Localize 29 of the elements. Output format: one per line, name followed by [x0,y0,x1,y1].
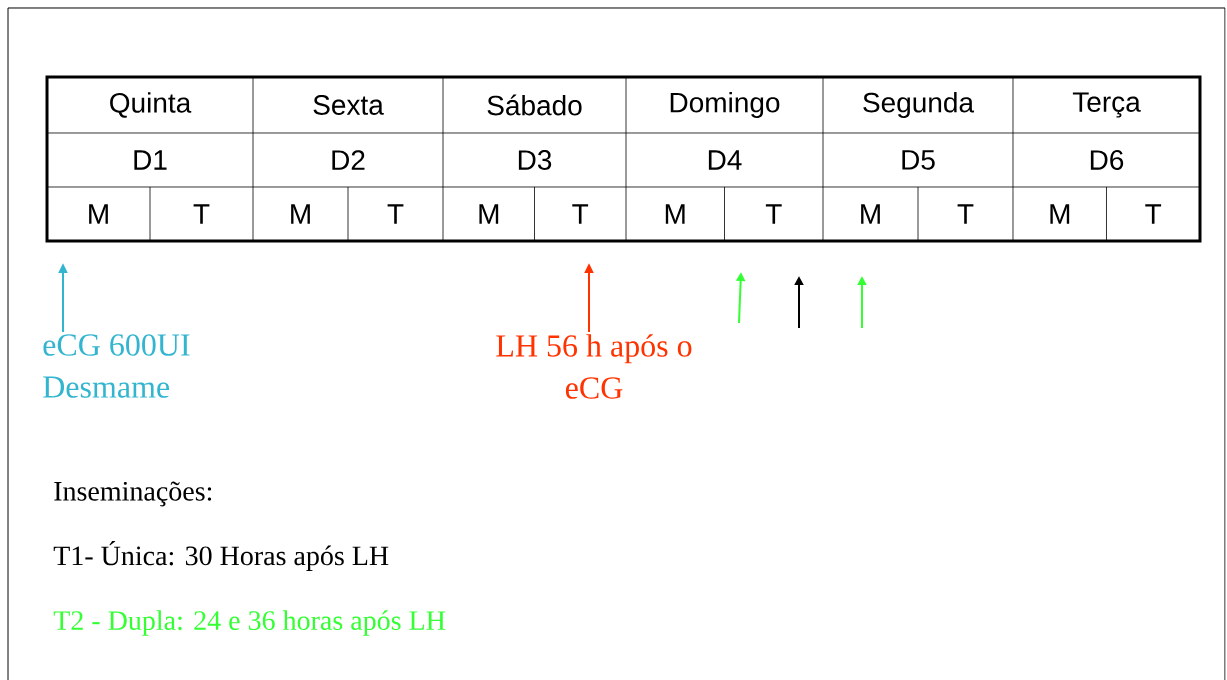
table-cell: T [572,204,589,224]
table-cell: D2 [332,150,365,170]
table-cell: T [193,204,210,224]
table-cell: M [89,204,108,224]
table-cell: Sábado [487,94,582,116]
table-cell: D1 [134,150,167,170]
table-cell: Quinta [110,92,192,118]
table-cell: Segunda [863,91,975,119]
table-cell: D6 [1090,150,1124,170]
table-cell: T [387,204,404,224]
table-cell: T [1145,204,1162,224]
table-cell: T [765,204,782,224]
table-cell: D4 [708,150,742,170]
table-cell: M [665,204,685,224]
table-cell: Terça [1072,92,1141,118]
note-text: T2 - Dupla: 24 e 36 horas após LH [53,610,446,636]
table-cell: Domingo [670,91,780,119]
table-cell: Sexta [313,95,384,115]
annotation-text: eCG 600UI Desmame [43,334,190,398]
note-text: T1- Única: 30 Horas após LH [53,541,389,571]
table-cell: D3 [518,150,552,170]
table-cell: T [957,204,974,224]
table-cell: M [861,204,880,224]
table-cell: D5 [902,150,935,170]
table-cell: M [291,204,310,224]
note-text: Inseminações: [54,481,212,507]
table-cell: M [1050,204,1070,224]
annotation-text: LH 56 h após o eCG [496,334,692,399]
table-cell: M [479,204,499,224]
